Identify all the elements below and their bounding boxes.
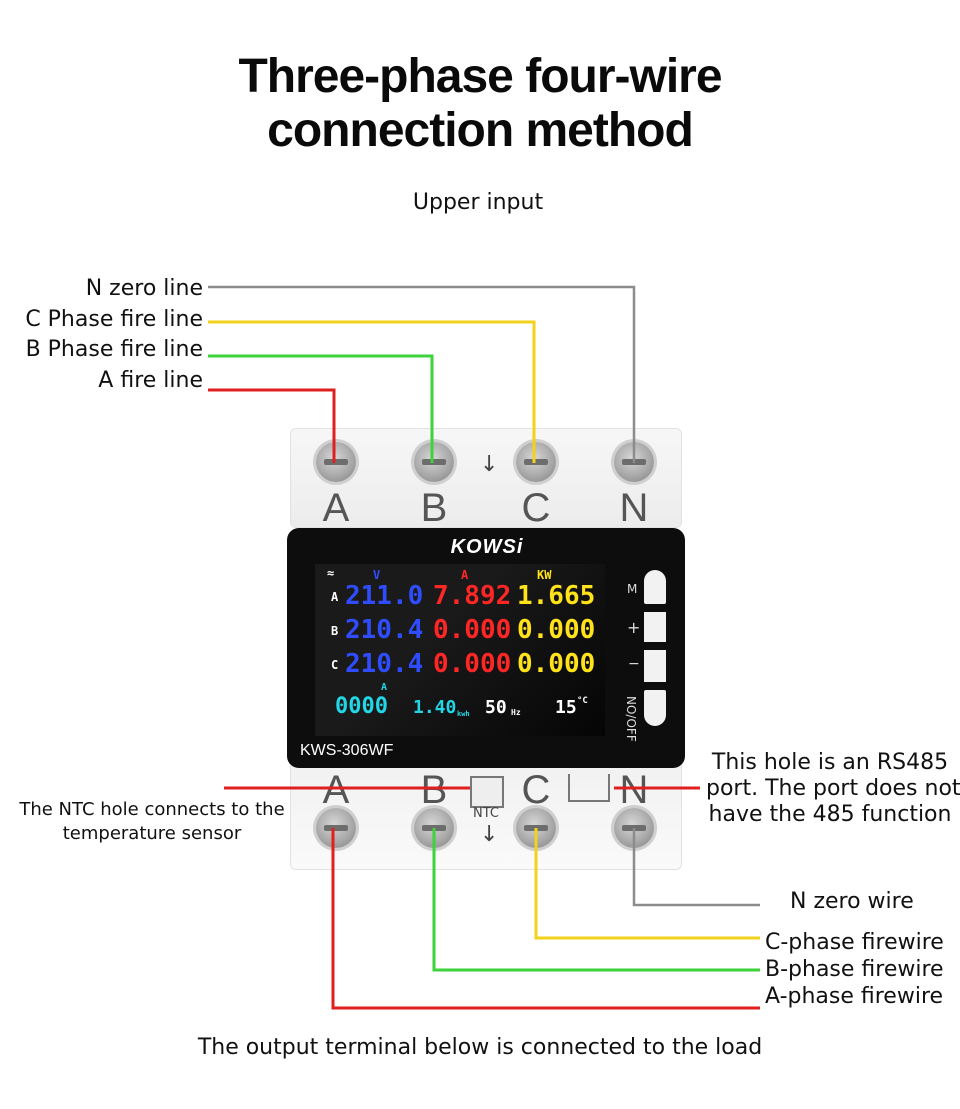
terminal-label-bottom-b: B <box>420 768 448 812</box>
terminal-label-top-n: N <box>619 486 649 530</box>
power-button[interactable] <box>644 690 666 726</box>
n-input-wire <box>208 285 636 463</box>
current-header: A <box>461 568 469 582</box>
meter-front-panel: KOWSi ≈ V A KW A 211.0 7.892 1.665 B 210… <box>287 528 685 768</box>
terminal-label-top-c: C <box>521 486 551 530</box>
b-output-wire <box>432 828 760 972</box>
temperature-unit: °C <box>577 696 588 706</box>
down-arrow-icon: ↓ <box>480 452 499 477</box>
rs485-annotation-line-1: This hole is an RS485 <box>711 750 949 775</box>
n-zero-wire-label: N zero wire <box>790 889 914 914</box>
rs485-annotation: This hole is an RS485 port. The port doe… <box>706 750 960 828</box>
phase-b-current: 0.000 <box>433 615 512 645</box>
ntc-label: NTC <box>473 806 499 821</box>
terminal-screw-top-b <box>414 442 454 482</box>
ntc-hole-annotation-line-2: temperature sensor <box>62 823 242 844</box>
ntc-hole-annotation: The NTC hole connects to the temperature… <box>14 798 290 846</box>
plus-button-label: + <box>627 618 641 637</box>
upper-input-label: Upper input <box>412 190 544 215</box>
frequency-value: 50 <box>485 697 507 718</box>
lcd-screen: ≈ V A KW A 211.0 7.892 1.665 B 210.4 0.0… <box>315 564 605 736</box>
phase-b-power: 0.000 <box>517 615 596 645</box>
phase-c-current: 0.000 <box>433 649 512 679</box>
down-arrow-icon-bottom: ↓ <box>480 822 499 847</box>
terminal-screw-bottom-a <box>316 808 356 848</box>
terminal-label-bottom-a: A <box>322 768 350 812</box>
phase-c-voltage: 210.4 <box>345 649 424 679</box>
plus-button[interactable] <box>644 612 666 642</box>
phase-a-indicator: A <box>331 590 339 604</box>
phase-a-voltage: 211.0 <box>345 581 424 611</box>
device-top-terminal-block <box>290 428 682 528</box>
terminal-screw-top-c <box>516 442 556 482</box>
page-title: Three-phase four-wire connection method <box>0 50 960 158</box>
terminal-label-bottom-c: C <box>521 768 551 812</box>
frequency-unit: Hz <box>511 708 521 717</box>
ntc-port <box>470 776 504 808</box>
phase-a-current: 7.892 <box>433 581 512 611</box>
a-output-wire <box>331 828 760 1010</box>
terminal-label-top-b: B <box>420 486 448 530</box>
title-line-2: connection method <box>267 104 694 157</box>
energy-value: 1.40 <box>413 697 457 718</box>
phase-c-power: 0.000 <box>517 649 596 679</box>
c-phase-line-label: C Phase fire line <box>25 307 203 332</box>
phase-c-indicator: C <box>331 658 339 672</box>
phase-b-indicator: B <box>331 624 339 638</box>
neutral-current-header: A <box>381 682 388 693</box>
n-output-wire <box>632 828 760 907</box>
terminal-label-top-a: A <box>322 486 350 530</box>
rs485-port <box>568 774 610 802</box>
c-phase-firewire-label: C-phase firewire <box>765 930 944 955</box>
c-input-wire <box>208 320 536 463</box>
power-header: KW <box>537 568 552 582</box>
phase-b-voltage: 210.4 <box>345 615 424 645</box>
temperature-value: 15 <box>555 697 577 718</box>
c-output-wire <box>534 828 760 940</box>
terminal-label-bottom-n: N <box>619 768 649 812</box>
model-label: KWS-306WF <box>300 742 394 759</box>
voltage-header: V <box>373 568 381 582</box>
neutral-current: 0000 <box>335 694 388 719</box>
terminal-screw-top-a <box>316 442 356 482</box>
b-phase-firewire-label: B-phase firewire <box>765 957 944 982</box>
energy-unit: kwh <box>457 710 470 718</box>
b-phase-line-label: B Phase fire line <box>25 337 203 362</box>
minus-button[interactable] <box>644 650 666 682</box>
a-input-wire <box>208 388 336 463</box>
title-line-1: Three-phase four-wire <box>238 50 722 103</box>
minus-button-label: − <box>628 656 640 672</box>
b-input-wire <box>208 354 434 463</box>
output-terminal-note: The output terminal below is connected t… <box>197 1035 763 1060</box>
wifi-icon: ≈ <box>327 566 335 580</box>
brand-logo: KOWSi <box>450 536 524 558</box>
rs485-annotation-line-3: have the 485 function <box>708 802 952 827</box>
m-button-label: M <box>627 582 638 596</box>
ntc-hole-annotation-line-1: The NTC hole connects to the <box>19 799 285 820</box>
m-button[interactable] <box>644 570 666 604</box>
n-zero-line-label: N zero line <box>85 276 203 301</box>
a-fire-line-label: A fire line <box>98 368 203 393</box>
rs485-annotation-line-2: port. The port does not <box>706 776 960 801</box>
phase-a-power: 1.665 <box>517 581 596 611</box>
a-phase-firewire-label: A-phase firewire <box>765 984 944 1009</box>
